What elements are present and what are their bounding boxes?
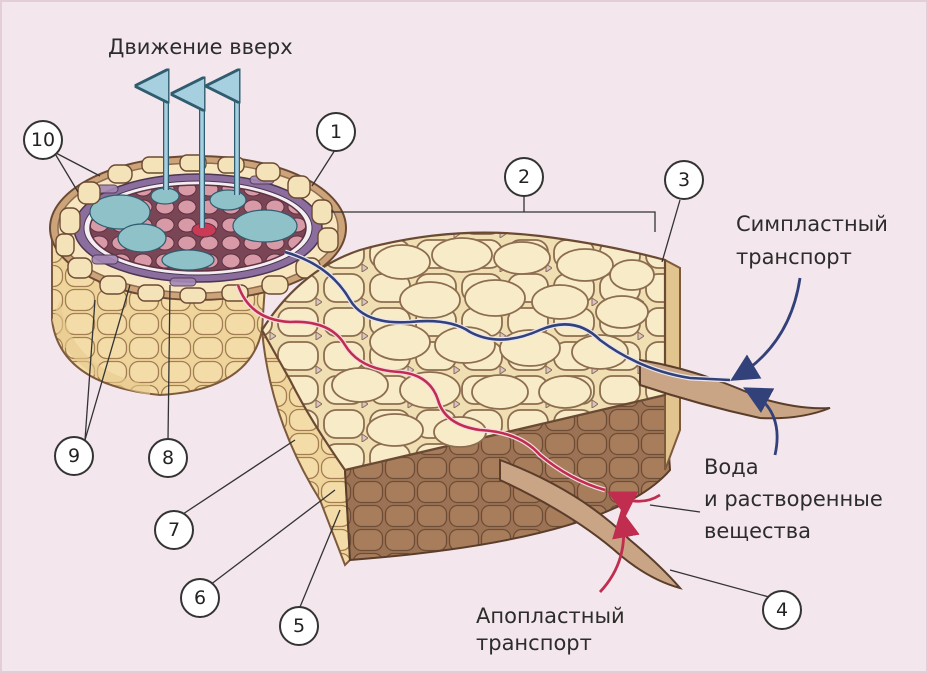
- cortex-block: [260, 231, 681, 567]
- callout-1: 1: [316, 112, 356, 152]
- water-label-line3: вещества: [704, 519, 812, 543]
- leader-lines: [53, 149, 781, 608]
- callout-4: 4: [762, 590, 802, 630]
- callout-2: 2: [504, 157, 544, 197]
- root-hair-lower: [499, 458, 683, 590]
- callout-8: 8: [148, 438, 188, 478]
- callout-6: 6: [180, 578, 220, 618]
- xylem-strands: [89, 187, 298, 271]
- water-label-line1: Вода: [704, 455, 759, 479]
- apoplastic-label-line1: Апопластный: [476, 604, 625, 628]
- apoplast-entry-arrow-2: [598, 509, 640, 593]
- root-cylinder: [49, 154, 347, 397]
- symplastic-label-line2: транспорт: [736, 245, 852, 269]
- apoplastic-label-line2: транспорт: [476, 631, 592, 655]
- symplast-entry-arrow-1: [730, 277, 802, 381]
- epidermal-cells: [55, 154, 339, 304]
- apoplast-path: [236, 284, 606, 492]
- callout-5: 5: [279, 606, 319, 646]
- apoplast-entry-arrow-1: [606, 491, 661, 517]
- callout-3: 3: [664, 160, 704, 200]
- symplast-path: [284, 250, 731, 382]
- symplastic-label-line1: Симпластный: [736, 212, 888, 236]
- callout-7: 7: [154, 510, 194, 550]
- callout-9: 9: [54, 436, 94, 476]
- upward-movement-label: Движение вверх: [108, 35, 293, 59]
- callout-10: 10: [23, 120, 63, 160]
- symplast-entry-arrow-2: [743, 387, 779, 456]
- water-label-line2: и растворенные: [704, 487, 883, 511]
